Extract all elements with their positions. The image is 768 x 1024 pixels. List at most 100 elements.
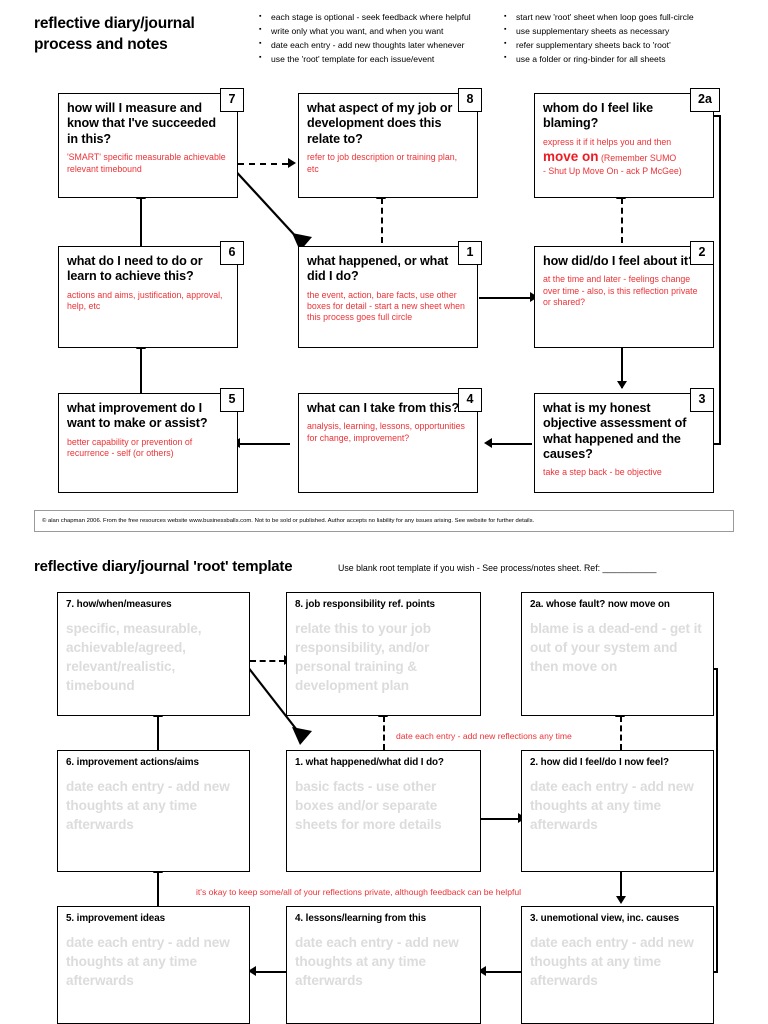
process-box-2a[interactable]: whom do I feel like blaming? express it … [534,93,714,198]
template-box-5[interactable]: 5. improvement ideas date each entry - a… [57,906,250,1024]
step-number-5: 5 [220,388,244,412]
step-number-2a: 2a [690,88,720,112]
bullet-item: write only what you want, and when you w… [258,24,471,39]
header-bullets-left: each stage is optional - seek feedback w… [258,11,471,67]
arrowhead [478,966,486,976]
template-box-heading: 2. how did I feel/do I now feel? [530,757,669,768]
box-note: express it if it helps you and then move… [543,137,705,177]
process-box-7[interactable]: how will I measure and know that I've su… [58,93,238,198]
arrowhead [616,896,626,904]
box-note: refer to job description or training pla… [307,152,458,174]
box-note: actions and aims, justification, approva… [67,289,223,312]
box-title: whom do I feel like blaming? [543,101,654,131]
connector-5-to-6 [140,348,142,393]
arrowhead [288,158,296,168]
template-box-7[interactable]: 7. how/when/measures specific, measurabl… [57,592,250,716]
template-box-placeholder: date each entry - add new thoughts at an… [530,935,694,989]
box-note: 'SMART' specific measurable achievable r… [67,152,226,174]
connector-t7-to-t8 [250,660,285,662]
connector-t7-to-t1 [243,661,312,745]
connector-t1-to-t2 [481,818,521,820]
template-note-top: date each entry - add new reflections an… [396,731,572,741]
box-note: take a step back - be objective [543,467,662,478]
bullet-item: each stage is optional - seek feedback w… [258,11,471,25]
template-box-8[interactable]: 8. job responsibility ref. points relate… [286,592,481,716]
bullet-item: date each entry - add new thoughts later… [258,38,471,53]
template-box-placeholder: blame is a dead-end - get it out of your… [530,621,702,675]
connector-7-to-8 [238,163,288,165]
template-box-heading: 6. improvement actions/aims [66,757,199,768]
template-note-bottom: it's okay to keep some/all of your refle… [196,887,522,897]
box-note: analysis, learning, lessons, opportuniti… [307,421,465,443]
connector-1-to-8 [381,198,383,243]
process-box-3[interactable]: what is my honest objective assessment o… [534,393,714,493]
box-title: what is my honest objective assessment o… [543,401,687,462]
template-box-heading: 1. what happened/what did I do? [295,757,444,768]
box-note-line1: express it if it helps you and then [543,136,672,147]
process-box-8[interactable]: what aspect of my job or development doe… [298,93,478,198]
template-box-heading: 3. unemotional view, inc. causes [530,913,679,924]
box-note-line3: - Shut Up Move On - ack P McGee) [543,165,682,176]
arrowhead [248,966,256,976]
step-number-4: 4 [458,388,482,412]
template-box-placeholder: date each entry - add new thoughts at an… [530,779,694,833]
template-box-heading: 2a. whose fault? now move on [530,599,670,610]
template-title: reflective diary/journal 'root' template [34,558,293,575]
box-title: what happened, or what did I do? [307,254,449,284]
box-title: what can I take from this? [307,401,460,415]
connector-1-to-2 [479,297,532,299]
template-subtitle: Use blank root template if you wish - Se… [338,563,657,573]
arrowhead [484,438,492,448]
box-title: what do I need to do or learn to achieve… [67,254,203,284]
step-number-7: 7 [220,88,244,112]
box-title: how did/do I feel about it? [543,254,696,268]
step-number-3: 3 [690,388,714,412]
connector-4-to-5 [238,443,290,445]
connector-6-to-7 [140,198,142,246]
template-box-3[interactable]: 3. unemotional view, inc. causes date ea… [521,906,714,1024]
header-bullets-right: start new 'root' sheet when loop goes fu… [503,11,694,67]
box-note: at the time and later - feelings change … [543,274,698,308]
template-box-6[interactable]: 6. improvement actions/aims date each en… [57,750,250,872]
template-box-heading: 5. improvement ideas [66,913,165,924]
copyright-notice: © alan chapman 2006. From the free resou… [34,510,734,532]
box-title: what improvement do I want to make or as… [67,401,208,431]
bullet-item: use the 'root' template for each issue/e… [258,52,471,67]
connector-2a-loop-vertical [719,115,721,443]
template-box-1[interactable]: 1. what happened/what did I do? basic fa… [286,750,481,872]
box-note-line2: (Remember SUMO [600,153,677,164]
template-box-4[interactable]: 4. lessons/learning from this date each … [286,906,481,1024]
template-box-2a[interactable]: 2a. whose fault? now move on blame is a … [521,592,714,716]
step-number-6: 6 [220,241,244,265]
connector-t2-to-t3 [620,872,622,902]
template-box-placeholder: specific, measurable, achievable/agreed,… [66,621,202,694]
box-note: better capability or prevention of recur… [67,436,193,459]
template-box-placeholder: date each entry - add new thoughts at an… [66,779,230,833]
template-box-heading: 7. how/when/measures [66,599,172,610]
connector-7-to-1 [229,164,312,251]
process-box-5[interactable]: what improvement do I want to make or as… [58,393,238,493]
step-number-2: 2 [690,241,714,265]
box-title: how will I measure and know that I've su… [67,101,216,146]
connector-t4-to-t5 [253,971,291,973]
template-box-2[interactable]: 2. how did I feel/do I now feel? date ea… [521,750,714,872]
template-box-placeholder: date each entry - add new thoughts at an… [66,935,230,989]
root-template-grid: 7. how/when/measures specific, measurabl… [57,592,718,1024]
connector-t3-to-t4 [483,971,521,973]
template-box-heading: 8. job responsibility ref. points [295,599,435,610]
step-number-8: 8 [458,88,482,112]
connector-2-to-3 [621,348,623,388]
connector-t2a-loop-vertical [716,668,718,971]
connector-t1-to-t8 [383,716,385,750]
process-box-1[interactable]: what happened, or what did I do? the eve… [298,246,478,348]
template-box-placeholder: basic facts - use other boxes and/or sep… [295,779,442,833]
process-box-2[interactable]: how did/do I feel about it? at the time … [534,246,714,348]
arrowhead [617,381,627,389]
connector-2-to-2a [621,198,623,243]
template-box-placeholder: relate this to your job responsibility, … [295,621,431,694]
bullet-item: start new 'root' sheet when loop goes fu… [503,11,694,25]
process-box-4[interactable]: what can I take from this? analysis, lea… [298,393,478,493]
process-box-6[interactable]: what do I need to do or learn to achieve… [58,246,238,348]
connector-t2-to-t2a [620,716,622,750]
template-box-heading: 4. lessons/learning from this [295,913,426,924]
